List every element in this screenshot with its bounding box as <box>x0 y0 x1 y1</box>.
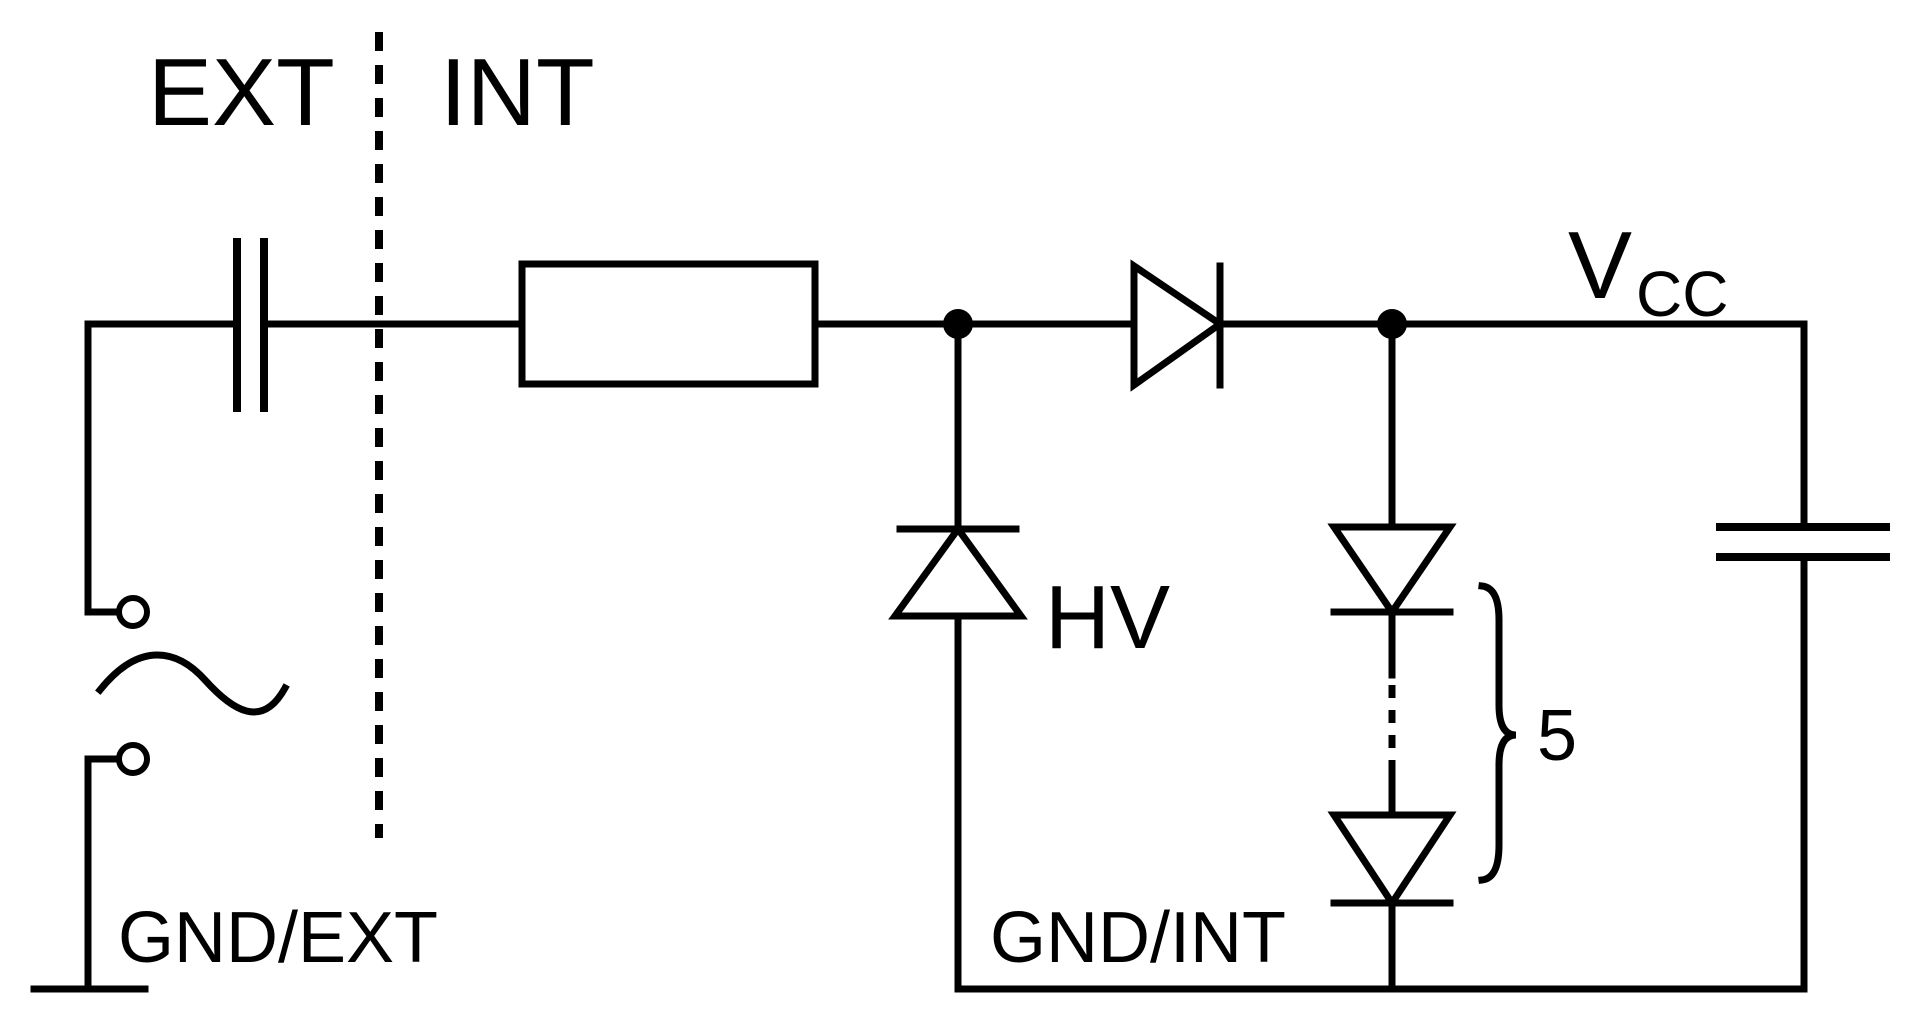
wire-external-ground <box>84 755 119 993</box>
ac-source-icon <box>95 651 290 716</box>
label-int: INT <box>440 39 595 146</box>
diode-string-last <box>1327 811 1457 910</box>
label-ext: EXT <box>148 39 335 146</box>
label-gnd-int: GND/INT <box>990 898 1286 978</box>
ac-terminal-bottom <box>116 742 150 776</box>
label-hv: HV <box>1045 568 1170 668</box>
wire-external-left <box>84 320 241 616</box>
label-vcc: VCC <box>1568 212 1728 330</box>
resistor <box>518 260 819 388</box>
diode-count-brace <box>1478 582 1517 884</box>
diode-series <box>1130 259 1227 392</box>
diode-string-first <box>1327 523 1457 619</box>
label-gnd-ext: GND/EXT <box>118 898 438 978</box>
label-diode-count: 5 <box>1537 696 1577 776</box>
ac-terminal-top <box>116 595 150 629</box>
diode-hv <box>888 523 1028 620</box>
